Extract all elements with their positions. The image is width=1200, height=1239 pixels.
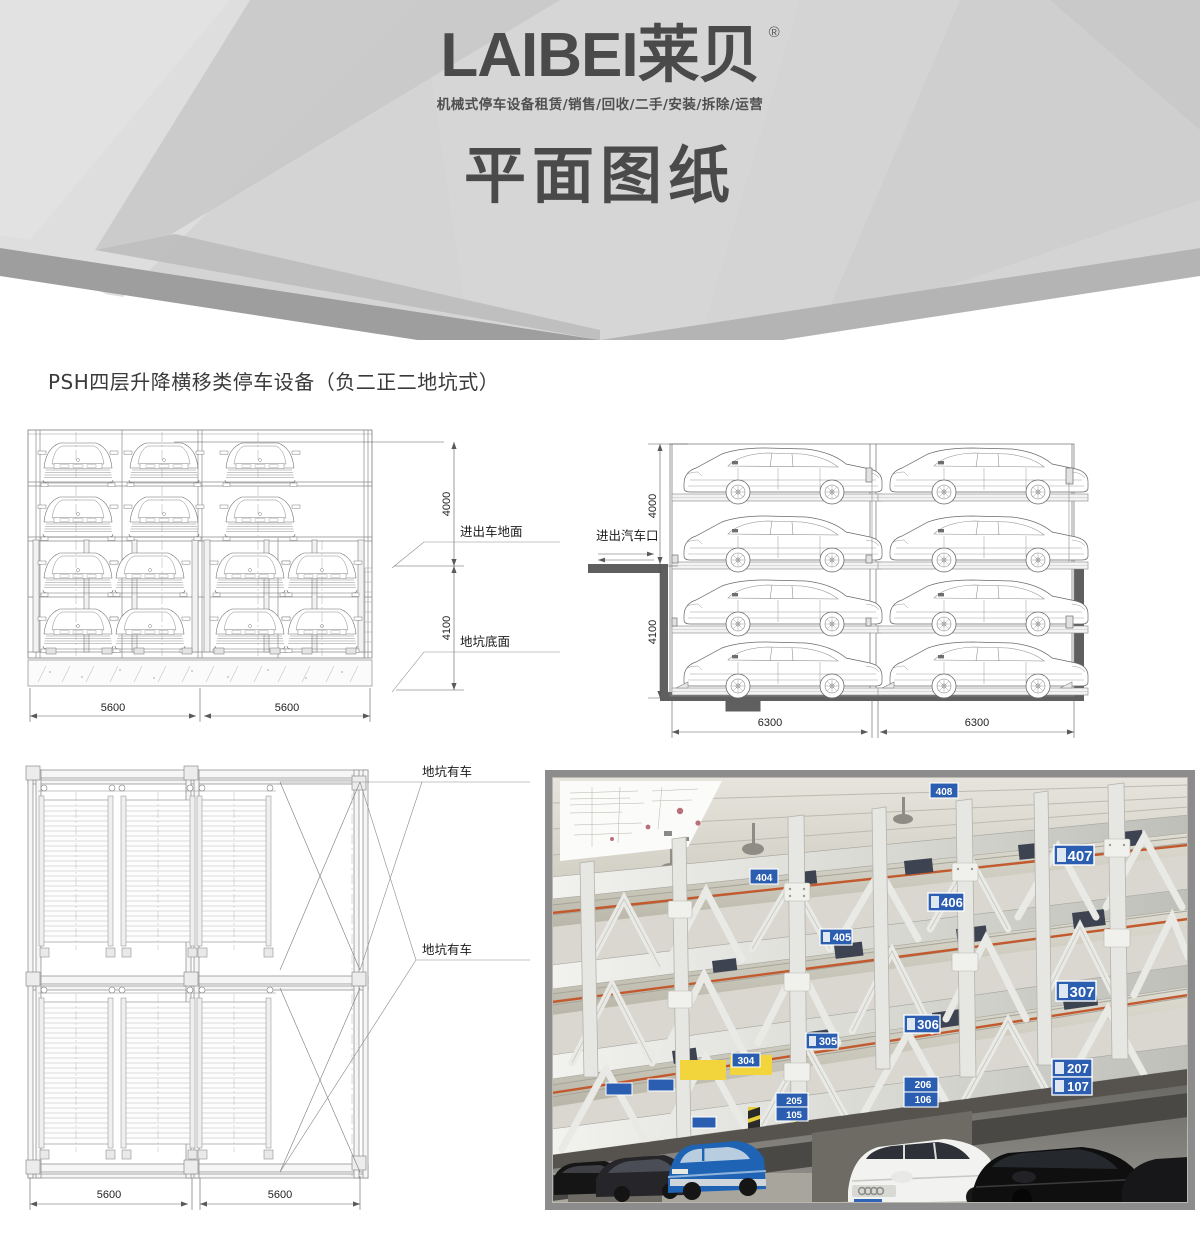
svg-text:304: 304 bbox=[738, 1056, 755, 1067]
label-pit-car-bottom: 地坑有车 bbox=[422, 942, 472, 957]
front-dim-height-upper: 4000 bbox=[441, 492, 453, 516]
svg-text:305: 305 bbox=[819, 1036, 837, 1048]
brand-block: LAIBEI莱贝 ® 机械式停车设备租赁/销售/回收/二手/安装/拆除/运营 平面… bbox=[0, 22, 1200, 215]
label-pit-bottom: 地坑底面 bbox=[460, 634, 510, 649]
drawing-plan-view: 地坑有车 地坑有车 5600 5600 bbox=[24, 760, 534, 1230]
front-dim-width-left: 5600 bbox=[101, 702, 125, 714]
logo-lockup: LAIBEI莱贝 ® bbox=[440, 21, 779, 90]
banner-title: 平面图纸 bbox=[463, 138, 736, 212]
brand-tagline: 机械式停车设备租赁/销售/回收/二手/安装/拆除/运营 bbox=[436, 96, 764, 113]
drawing-front-elevation: 4000 4100 进出车地面 地坑底面 5600 5600 bbox=[24, 420, 564, 750]
svg-text:206: 206 bbox=[915, 1080, 932, 1091]
svg-text:404: 404 bbox=[756, 873, 773, 884]
svg-text:107: 107 bbox=[1067, 1079, 1089, 1094]
svg-text:106: 106 bbox=[915, 1095, 932, 1106]
side-dim-height-upper: 4000 bbox=[647, 494, 659, 518]
label-car-entrance: 进出汽车口 bbox=[596, 528, 659, 543]
svg-text:205: 205 bbox=[786, 1096, 803, 1107]
svg-text:307: 307 bbox=[1069, 984, 1094, 1001]
drawing-side-elevation: 进出汽车口 4000 4100 6300 6300 bbox=[588, 420, 1188, 750]
svg-text:105: 105 bbox=[786, 1110, 803, 1121]
logo-text-cn: 莱贝 bbox=[637, 18, 761, 91]
svg-text:405: 405 bbox=[833, 932, 851, 944]
svg-text:207: 207 bbox=[1067, 1061, 1089, 1076]
registered-mark-icon: ® bbox=[768, 24, 780, 41]
header-banner: LAIBEI莱贝 ® 机械式停车设备租赁/销售/回收/二手/安装/拆除/运营 平面… bbox=[0, 0, 1200, 340]
label-entry-ground: 进出车地面 bbox=[460, 524, 523, 539]
side-dim-depth-right: 6300 bbox=[965, 717, 989, 729]
logo-text-latin: LAIBEI bbox=[440, 21, 638, 90]
page-title: PSH四层升降横移类停车设备（负二正二地坑式） bbox=[48, 370, 500, 394]
installation-photo: 407 406 405 404 408 bbox=[545, 770, 1195, 1210]
side-dim-depth-left: 6300 bbox=[758, 717, 782, 729]
front-dim-width-right: 5600 bbox=[275, 702, 299, 714]
side-dim-height-lower: 4100 bbox=[647, 620, 659, 644]
label-pit-car-top: 地坑有车 bbox=[422, 764, 472, 779]
svg-text:408: 408 bbox=[936, 787, 953, 798]
svg-text:406: 406 bbox=[941, 895, 963, 910]
banner-backdrop bbox=[0, 0, 1200, 340]
plan-dim-width-right: 5600 bbox=[268, 1189, 292, 1201]
plan-dim-width-left: 5600 bbox=[97, 1189, 121, 1201]
svg-text:306: 306 bbox=[917, 1017, 939, 1032]
front-dim-height-lower: 4100 bbox=[441, 616, 453, 640]
svg-text:407: 407 bbox=[1067, 848, 1092, 865]
